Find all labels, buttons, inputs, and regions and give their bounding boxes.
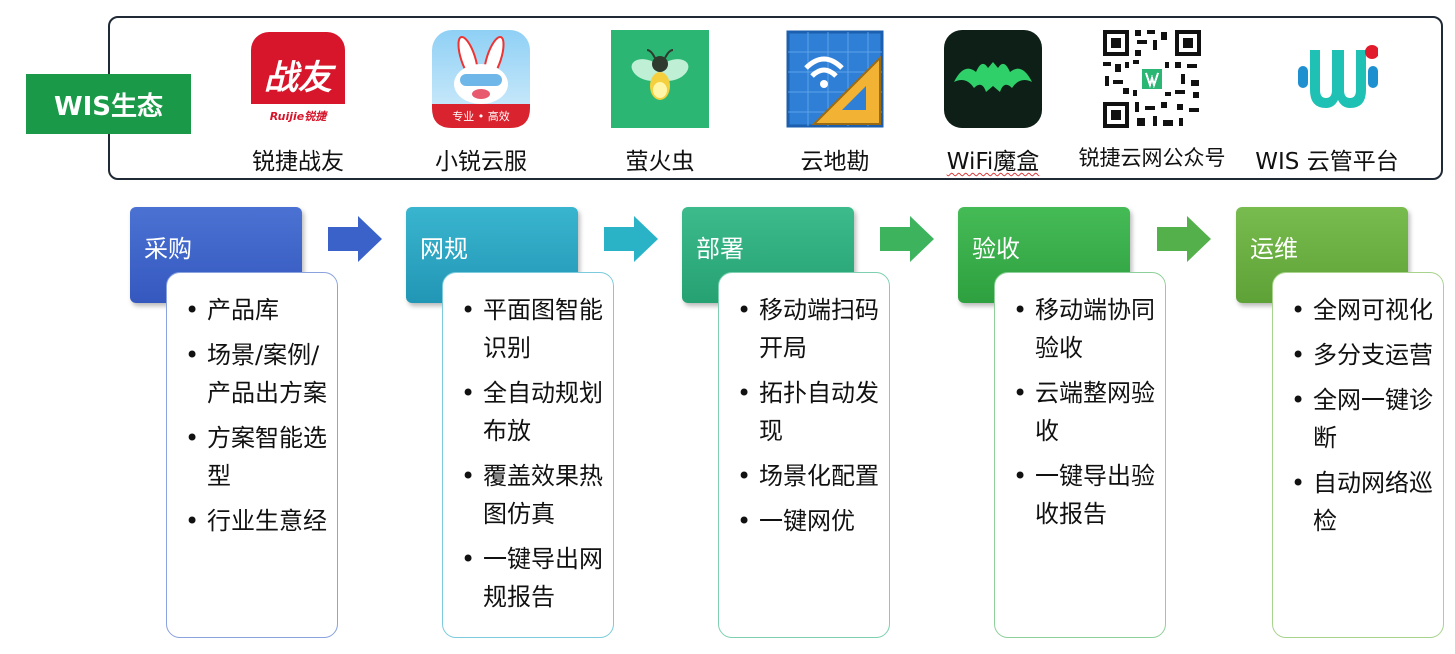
- app-survey[interactable]: 云地勘: [750, 28, 920, 176]
- app-label: WIS 云管平台: [1255, 149, 1399, 175]
- stage-item: 全自动规划布放: [461, 374, 603, 450]
- app-label: 锐捷云网公众号: [1078, 146, 1226, 170]
- stage-body-purchase: 产品库 场景/案例/产品出方案 方案智能选型 行业生意经: [166, 272, 338, 638]
- stage-body-planning: 平面图智能识别 全自动规划布放 覆盖效果热图仿真 一键导出网规报告: [442, 272, 614, 638]
- wis-logo-icon: [1276, 28, 1379, 130]
- zhanyou-icon-text: 战友: [264, 58, 332, 98]
- stage-item: 移动端扫码开局: [737, 291, 879, 367]
- arrow-right-icon: [880, 216, 934, 262]
- app-label: 锐捷战友: [252, 149, 344, 175]
- arrow-right-icon: [328, 216, 382, 262]
- app-label: WiFi魔盒: [908, 142, 1078, 176]
- stage-item: 一键网优: [737, 502, 879, 540]
- stage-title: 部署: [696, 235, 744, 263]
- app-wechat-account[interactable]: 锐捷云网公众号: [1067, 28, 1237, 172]
- stage-title: 网规: [420, 235, 468, 263]
- app-label-text: WiFi魔盒: [946, 149, 1040, 175]
- bat-app-icon: [942, 28, 1044, 130]
- app-wifi-mohe[interactable]: WiFi魔盒: [908, 28, 1078, 176]
- qr-code-icon: [1101, 28, 1203, 130]
- arrow-right-icon: [1157, 216, 1211, 262]
- stage-item: 全网一键诊断: [1291, 381, 1433, 457]
- stage-body-acceptance: 移动端协同验收 云端整网验收 一键导出验收报告: [994, 272, 1166, 638]
- stage-item: 一键导出验收报告: [1013, 457, 1155, 533]
- stage-item: 多分支运营: [1291, 336, 1433, 374]
- stage-item: 产品库: [185, 291, 327, 329]
- stage-item: 一键导出网规报告: [461, 540, 603, 616]
- wis-ecosystem-badge: WIS生态: [26, 74, 191, 134]
- stage-item: 场景/案例/产品出方案: [185, 336, 327, 412]
- ruijie-icon-subtext: Ruijie锐捷: [269, 110, 327, 123]
- stage-item: 行业生意经: [185, 502, 327, 540]
- stage-item: 全网可视化: [1291, 291, 1433, 329]
- zhanyou-app-icon: 战友 Ruijie锐捷: [247, 28, 349, 130]
- stage-title: 采购: [144, 235, 192, 263]
- app-label: 小锐云服: [435, 149, 527, 175]
- stage-body-operations: 全网可视化 多分支运营 全网一键诊断 自动网络巡检: [1272, 272, 1444, 638]
- stage-item: 自动网络巡检: [1291, 464, 1433, 540]
- stage-title: 运维: [1250, 235, 1298, 263]
- wifi-survey-app-icon: [784, 28, 886, 130]
- arrow-right-icon: [604, 216, 658, 262]
- xiaorui-icon-text: 专业 • 高效: [452, 110, 510, 123]
- app-zhanyou[interactable]: 战友 Ruijie锐捷 锐捷战友: [213, 28, 383, 176]
- app-label: 云地勘: [800, 149, 870, 175]
- stage-title: 验收: [972, 235, 1020, 263]
- app-xiaorui[interactable]: 专业 • 高效 小锐云服: [396, 28, 566, 176]
- firefly-app-icon: [609, 28, 711, 130]
- stage-item: 云端整网验收: [1013, 374, 1155, 450]
- app-label: 萤火虫: [625, 149, 695, 175]
- stage-item: 覆盖效果热图仿真: [461, 457, 603, 533]
- stage-item: 平面图智能识别: [461, 291, 603, 367]
- app-wis-platform[interactable]: WIS 云管平台: [1242, 28, 1412, 176]
- rabbit-mascot-app-icon: 专业 • 高效: [430, 28, 532, 130]
- stage-item: 拓扑自动发现: [737, 374, 879, 450]
- stage-item: 移动端协同验收: [1013, 291, 1155, 367]
- stage-item: 场景化配置: [737, 457, 879, 495]
- stage-item: 方案智能选型: [185, 419, 327, 495]
- stage-body-deployment: 移动端扫码开局 拓扑自动发现 场景化配置 一键网优: [718, 272, 890, 638]
- app-firefly[interactable]: 萤火虫: [575, 28, 745, 176]
